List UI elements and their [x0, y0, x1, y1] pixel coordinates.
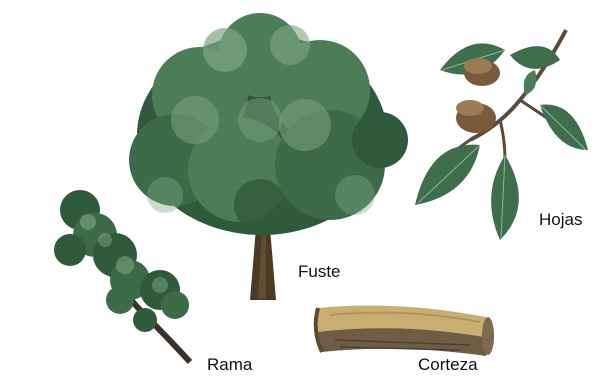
label-fuste: Fuste	[298, 263, 341, 280]
bark-piece	[316, 306, 494, 356]
label-corteza: Corteza	[418, 356, 478, 373]
label-hojas: Hojas	[539, 211, 582, 228]
label-rama: Rama	[207, 356, 252, 373]
